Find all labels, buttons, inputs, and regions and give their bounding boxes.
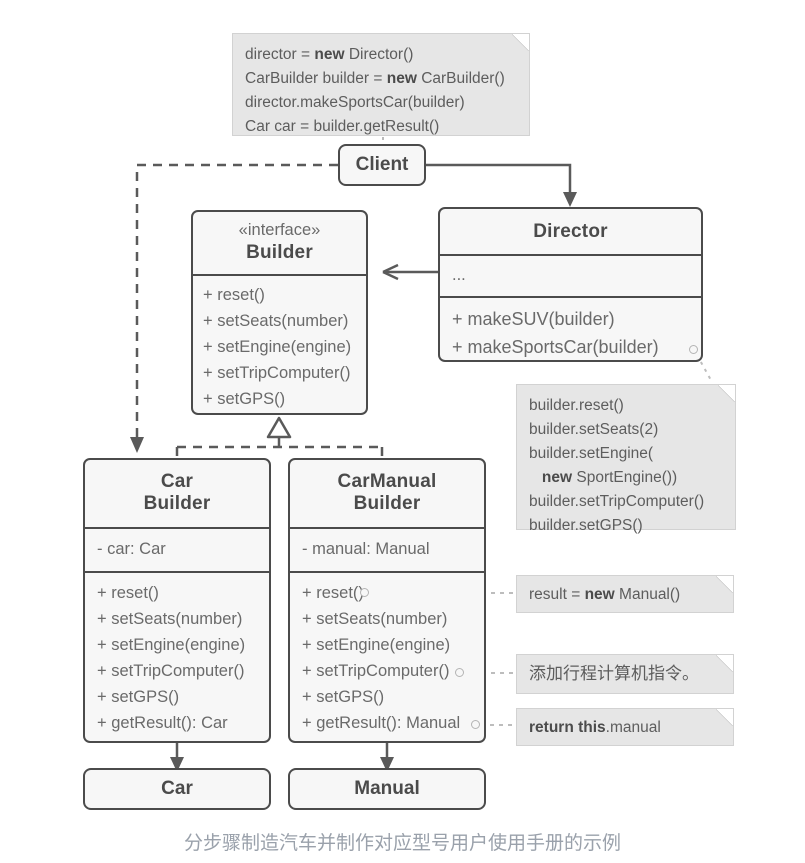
class-builder-stereotype: «interface» — [238, 221, 321, 239]
class-builder-methods: + reset() + setSeats(number) + setEngine… — [193, 274, 366, 413]
class-director[interactable]: Director ... + makeSUV(builder) + makeSp… — [438, 207, 703, 362]
method-row[interactable]: + setEngine(engine) — [302, 636, 451, 654]
note-line: builder.reset() — [529, 397, 624, 414]
class-director-attributes: ... — [440, 254, 701, 296]
class-car-builder-title-line2: Builder — [143, 493, 211, 514]
class-client[interactable]: Client — [338, 144, 426, 186]
reset-implementation-note: result = new Manual() — [516, 575, 734, 613]
note-lines: builder.reset() builder.setSeats(2) buil… — [529, 394, 723, 538]
method-row[interactable]: + setTripComputer() — [302, 662, 450, 680]
method-row[interactable]: + setTripComputer() — [97, 662, 245, 680]
class-builder[interactable]: «interface» Builder + reset() + setSeats… — [191, 210, 368, 415]
method-row[interactable]: + reset() — [203, 286, 265, 304]
method-row[interactable]: + setEngine(engine) — [203, 338, 352, 356]
note-line: director.makeSportsCar(builder) — [245, 94, 465, 111]
method-row[interactable]: + setSeats(number) — [203, 312, 349, 330]
class-director-title: Director — [533, 221, 608, 242]
class-car-label: Car — [161, 778, 193, 799]
anchor-dot-reset — [360, 588, 369, 597]
class-manual[interactable]: Manual — [288, 768, 486, 810]
class-manual-label: Manual — [354, 778, 420, 799]
class-director-header: Director — [440, 209, 701, 254]
note-line: result = new Manual() — [529, 586, 681, 603]
class-car-manual-builder-title-line2: Builder — [353, 493, 421, 514]
method-row[interactable]: + setGPS() — [97, 688, 180, 706]
note-fold-icon — [512, 34, 529, 51]
note-line: Car car = builder.getResult() — [245, 118, 440, 135]
class-builder-header: «interface» Builder — [193, 212, 366, 274]
settripcomputer-implementation-note: 添加行程计算机指令。 — [516, 654, 734, 694]
class-car-builder-header: Car Builder — [85, 460, 269, 527]
realization-dashed-bus — [175, 437, 384, 458]
arrowhead-client-carbuilder — [130, 437, 144, 453]
class-car-builder-methods: + reset() + setSeats(number) + setEngine… — [85, 571, 269, 741]
note-line: 添加行程计算机指令。 — [529, 664, 699, 683]
note-line: new SportEngine()) — [541, 469, 678, 486]
class-builder-title: Builder — [246, 242, 313, 263]
note-line: builder.setSeats(2) — [529, 421, 659, 438]
method-row[interactable]: + setSeats(number) — [302, 610, 448, 628]
note-line: CarBuilder builder = new CarBuilder() — [245, 70, 505, 87]
class-car-manual-builder[interactable]: CarManual Builder - manual: Manual + res… — [288, 458, 486, 743]
anchor-dot-settripcomputer — [455, 668, 464, 677]
class-car-builder-attributes: - car: Car — [85, 527, 269, 571]
note-line: builder.setTripComputer() — [529, 493, 705, 510]
method-row[interactable]: + setTripComputer() — [203, 364, 351, 382]
note-fold-icon — [716, 709, 733, 726]
anchor-dot-getresult — [471, 720, 480, 729]
class-car-builder-title-line1: Car — [160, 471, 194, 492]
method-row[interactable]: + reset() — [302, 584, 364, 602]
anchor-dot-makesportscar — [689, 345, 698, 354]
attribute-row: ... — [452, 266, 466, 284]
class-car-builder[interactable]: Car Builder - car: Car + reset() + setSe… — [83, 458, 271, 743]
method-row[interactable]: + getResult(): Manual — [302, 714, 461, 732]
class-car-manual-builder-attributes: - manual: Manual — [290, 527, 484, 571]
class-director-methods: + makeSUV(builder) + makeSportsCar(build… — [440, 296, 701, 360]
class-car[interactable]: Car — [83, 768, 271, 810]
method-row[interactable]: + setGPS() — [302, 688, 385, 706]
method-row[interactable]: + makeSportsCar(builder) — [452, 337, 659, 357]
method-row[interactable]: + makeSUV(builder) — [452, 309, 615, 329]
arrowhead-client-director — [563, 192, 577, 207]
method-row[interactable]: + setGPS() — [203, 390, 286, 408]
note-line: director = new Director() — [245, 46, 414, 63]
getresult-implementation-note: return this.manual — [516, 708, 734, 746]
client-code-note: director = new Director() CarBuilder bui… — [232, 33, 530, 136]
diagram-caption: 分步骤制造汽车并制作对应型号用户使用手册的示例 — [183, 833, 621, 854]
note-lines: director = new Director() CarBuilder bui… — [245, 43, 517, 139]
director-makesportscar-note: builder.reset() builder.setSeats(2) buil… — [516, 384, 736, 534]
method-row[interactable]: + getResult(): Car — [97, 714, 228, 732]
note-fold-icon — [716, 655, 733, 672]
note-line: builder.setGPS() — [529, 517, 643, 534]
class-car-manual-builder-title-line1: CarManual — [337, 471, 437, 492]
note-fold-icon — [716, 576, 733, 593]
attribute-row: - manual: Manual — [302, 540, 430, 558]
realization-triangle — [266, 416, 292, 439]
note-fold-icon — [718, 385, 735, 402]
arrowhead-director-builder — [382, 263, 399, 281]
class-client-label: Client — [355, 154, 409, 175]
edge-client-to-director — [425, 163, 572, 202]
class-car-manual-builder-methods: + reset() + setSeats(number) + setEngine… — [290, 571, 484, 741]
method-row[interactable]: + setSeats(number) — [97, 610, 243, 628]
note-line: return this.manual — [529, 719, 661, 736]
method-row[interactable]: + setEngine(engine) — [97, 636, 246, 654]
class-car-manual-builder-header: CarManual Builder — [290, 460, 484, 527]
method-row[interactable]: + reset() — [97, 584, 159, 602]
note-line: builder.setEngine( — [529, 445, 654, 462]
attribute-row: - car: Car — [97, 540, 166, 558]
